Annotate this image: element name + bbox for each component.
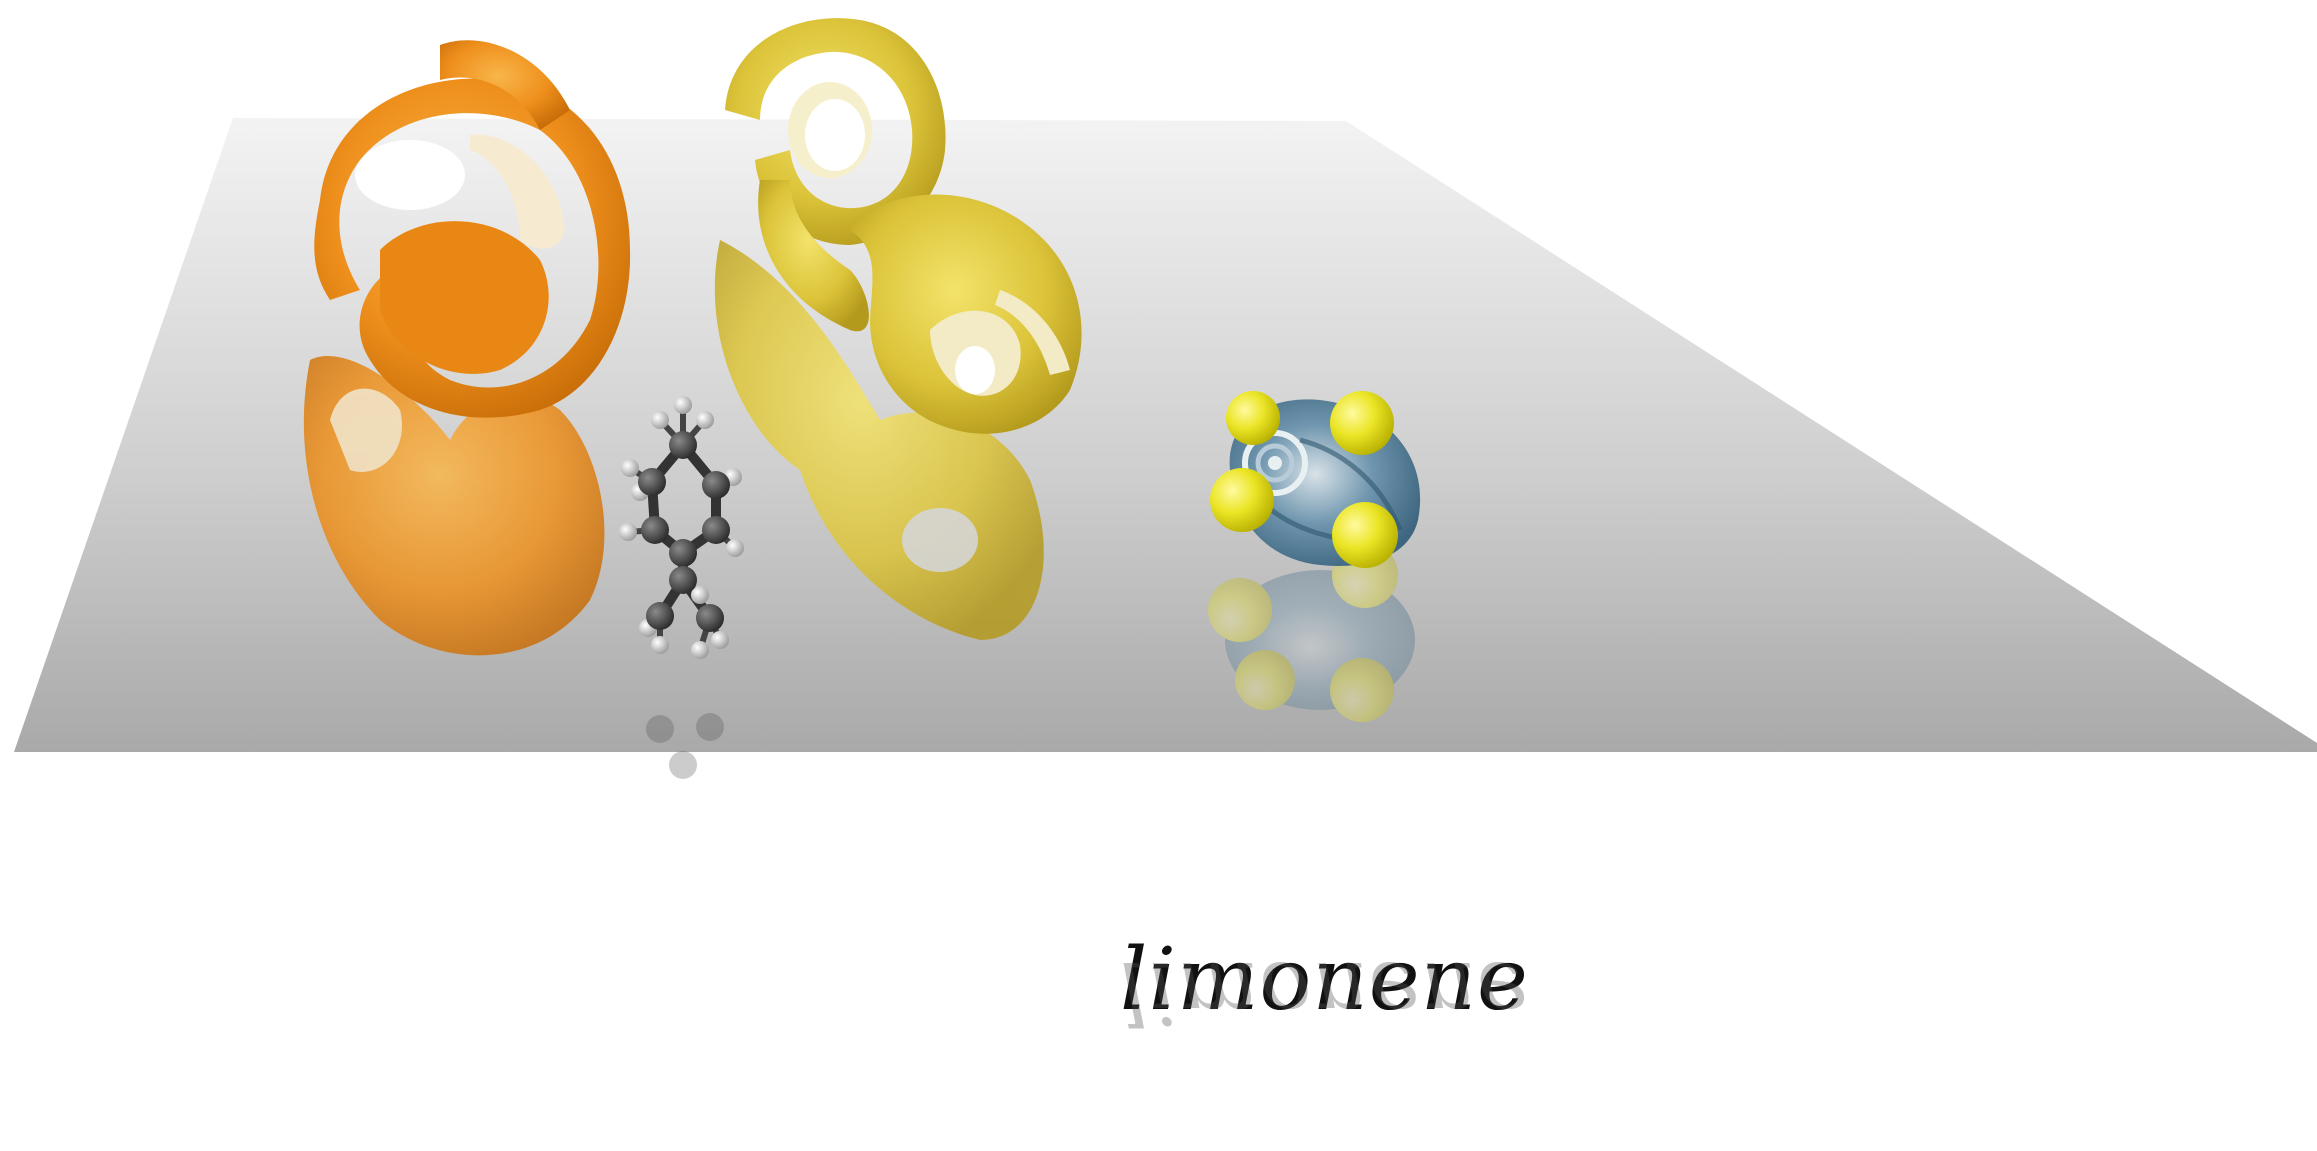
caption-limonene-reflection: limonene: [1120, 942, 1529, 1042]
lemon-peel-spiral: [725, 18, 1082, 434]
hydrogen-atom: [619, 523, 637, 541]
hydrogen-atom: [651, 636, 669, 654]
ball-and-stick-molecule: [619, 396, 744, 779]
caption-limonene: limonene: [1120, 930, 1529, 1030]
carbon-atom: [669, 539, 697, 567]
orange-peel-hole: [355, 140, 465, 210]
seashell-with-yellow-spheres: [1210, 391, 1421, 568]
lemon-peel-hole: [955, 346, 995, 394]
hydrogen-atom: [651, 411, 669, 429]
hydrogen-atom: [711, 631, 729, 649]
hydrogen-atom: [696, 411, 714, 429]
carbon-atom: [669, 431, 697, 459]
yellow-sphere: [1330, 391, 1394, 455]
lemon-peel-reflection: [714, 240, 1044, 640]
hydrogen-atom: [691, 586, 709, 604]
yellow-sphere: [1226, 391, 1280, 445]
hydrogen-atom: [621, 459, 639, 477]
molecule-reflection: [646, 713, 724, 779]
yellow-sphere: [1332, 502, 1398, 568]
orange-peel-reflection: [303, 356, 605, 656]
yellow-sphere: [1210, 468, 1274, 532]
carbon-atom: [646, 602, 674, 630]
carbon-atom: [669, 566, 697, 594]
carbon-atom: [696, 604, 724, 632]
carbon-atom: [638, 468, 666, 496]
hydrogen-atom: [726, 539, 744, 557]
hydrogen-atom: [691, 641, 709, 659]
carbon-atom: [641, 516, 669, 544]
orange-peel-spiral: [314, 40, 631, 418]
hydrogen-atom: [674, 396, 692, 414]
carbon-atom: [702, 516, 730, 544]
carbon-atom: [702, 471, 730, 499]
